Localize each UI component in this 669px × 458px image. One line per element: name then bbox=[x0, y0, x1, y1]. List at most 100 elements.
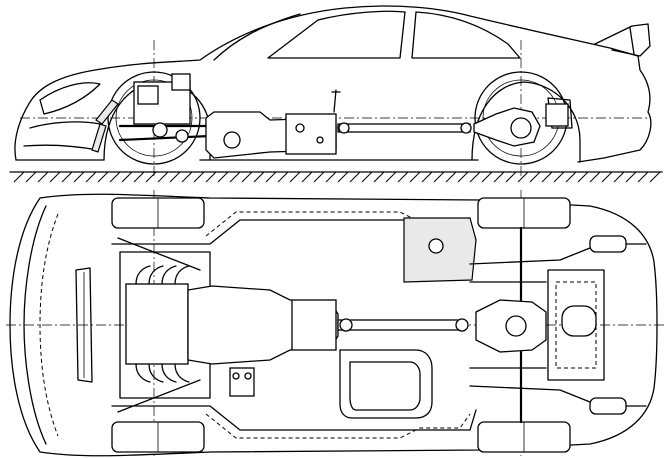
exhaust-header-pipe bbox=[174, 265, 190, 285]
ground-hatch-line bbox=[241, 171, 253, 183]
windshield-line bbox=[213, 13, 301, 61]
rear-muffler-upper bbox=[589, 235, 627, 253]
ground-hatch-line bbox=[157, 171, 169, 183]
ground-hatch-line bbox=[313, 171, 325, 183]
ground-hatch-line bbox=[193, 171, 205, 183]
intake-manifold bbox=[171, 73, 191, 91]
ground-hatch-line bbox=[73, 171, 85, 183]
ground-hatch-line bbox=[541, 171, 553, 183]
floor-pan-dashed-right bbox=[205, 413, 471, 439]
exhaust-header-pipe bbox=[174, 363, 190, 383]
front-subframe bbox=[119, 251, 211, 399]
ground-hatch-line bbox=[61, 171, 73, 183]
transmission-case bbox=[285, 113, 337, 155]
ground-hatch-line bbox=[385, 171, 397, 183]
spare-wheel-well bbox=[561, 305, 597, 337]
ground-hatch-line bbox=[469, 171, 481, 183]
ground-hatch-line bbox=[253, 171, 265, 183]
plan-transmission-case bbox=[291, 299, 337, 351]
ground-hatch-line bbox=[517, 171, 529, 183]
driver-seat bbox=[339, 349, 433, 419]
exhaust-headers bbox=[135, 265, 190, 383]
ground-hatch-line bbox=[121, 171, 133, 183]
front-wheel bbox=[107, 71, 201, 165]
ground-hatch-line bbox=[601, 171, 613, 183]
ground-hatch-line bbox=[133, 171, 145, 183]
ground-hatch-line bbox=[589, 171, 601, 183]
ground-hatch-line bbox=[421, 171, 433, 183]
battery bbox=[229, 367, 255, 397]
headlight bbox=[39, 82, 101, 115]
ground-hatch-line bbox=[349, 171, 361, 183]
driver-seat-cushion bbox=[349, 361, 421, 411]
front-crossmember bbox=[117, 237, 201, 413]
rear-spoiler-strut bbox=[629, 27, 635, 55]
ground-hatch-line bbox=[205, 171, 217, 183]
ground-hatch-line bbox=[529, 171, 541, 183]
gear-lever bbox=[331, 89, 341, 113]
plan-propshaft bbox=[337, 319, 463, 331]
car-body-outline bbox=[14, 5, 652, 163]
ground-hatch-line bbox=[13, 171, 25, 183]
ground-hatch-line bbox=[277, 171, 289, 183]
ground-hatch-line bbox=[337, 171, 349, 183]
front-air-intake bbox=[29, 121, 101, 129]
battery-terminal bbox=[244, 372, 252, 380]
ground-hatch-line bbox=[37, 171, 49, 183]
propshaft bbox=[337, 123, 471, 133]
exhaust-header-pipe bbox=[135, 363, 151, 383]
side-elevation-view bbox=[9, 5, 663, 183]
plan-diff-centre bbox=[505, 315, 527, 337]
ground-hatch-line bbox=[577, 171, 589, 183]
ground-hatching bbox=[13, 171, 661, 183]
rear-wheel-arch bbox=[471, 81, 581, 163]
rear-muffler-lower bbox=[589, 397, 627, 415]
gearbox-flange bbox=[223, 131, 241, 149]
plan-propshaft-joint bbox=[455, 318, 469, 332]
exhaust-header-pipe bbox=[148, 265, 164, 285]
front-hub bbox=[152, 122, 168, 138]
ground-hatch-line bbox=[397, 171, 409, 183]
front-radiator bbox=[75, 267, 93, 383]
front-window bbox=[267, 10, 406, 59]
front-damper bbox=[91, 99, 119, 153]
ground-hatch-line bbox=[217, 171, 229, 183]
exhaust-header-pipe bbox=[135, 265, 151, 285]
fuel-tank-cap bbox=[428, 238, 444, 254]
ground-hatch-line bbox=[373, 171, 385, 183]
ground-hatch-line bbox=[145, 171, 157, 183]
propshaft-joint-rear bbox=[460, 122, 472, 134]
ground-hatch-line bbox=[625, 171, 637, 183]
rear-panel-dashed bbox=[555, 281, 597, 369]
ground-hatch-line bbox=[229, 171, 241, 183]
rear-window bbox=[411, 11, 521, 59]
front-wheel-rim bbox=[115, 79, 193, 157]
engine-head bbox=[137, 85, 159, 105]
battery-terminal bbox=[232, 372, 240, 380]
ground-hatch-line bbox=[433, 171, 445, 183]
rear-hub bbox=[510, 117, 532, 139]
ground-hatch-line bbox=[97, 171, 109, 183]
ground-hatch-line bbox=[169, 171, 181, 183]
ground-hatch-line bbox=[637, 171, 649, 183]
ground-hatch-line bbox=[481, 171, 493, 183]
ground-hatch-line bbox=[265, 171, 277, 183]
ground-hatch-line bbox=[49, 171, 61, 183]
front-pivot bbox=[175, 129, 189, 143]
underside-plan-view bbox=[6, 190, 665, 457]
plan-engine bbox=[125, 283, 189, 365]
front-splitter bbox=[23, 144, 99, 151]
ground-hatch-line bbox=[85, 171, 97, 183]
ground-hatch-line bbox=[361, 171, 373, 183]
chassis-rail-right bbox=[111, 405, 477, 431]
plan-inner-outline-front bbox=[23, 205, 47, 445]
propshaft-joint-front bbox=[338, 122, 350, 134]
gearbox-bolt bbox=[316, 136, 324, 144]
ground-hatch-line bbox=[409, 171, 421, 183]
ground-hatch-line bbox=[553, 171, 565, 183]
ground-hatch-line bbox=[289, 171, 301, 183]
ground-hatch-line bbox=[505, 171, 517, 183]
rear-suspension-mount bbox=[545, 103, 569, 127]
ground-hatch-line bbox=[181, 171, 193, 183]
